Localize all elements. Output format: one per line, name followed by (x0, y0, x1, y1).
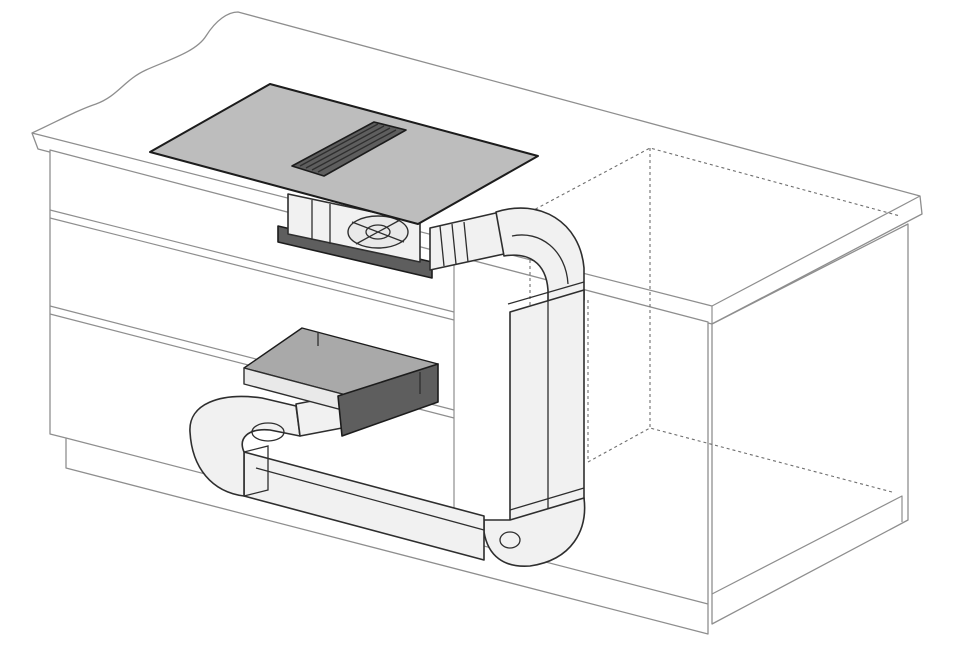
filter-box-side (337, 363, 439, 437)
downdraft-vent (291, 121, 407, 177)
duct (189, 207, 586, 567)
duct-vertical (509, 289, 585, 525)
duct-left-bend (189, 395, 301, 497)
duct-bottom-horizontal-seam (255, 467, 485, 531)
fan-hub (365, 224, 391, 240)
fan-unit (277, 193, 433, 279)
fan-housing-ribs (311, 200, 331, 244)
drawer-line-1 (49, 209, 455, 313)
cabinet-side-face (711, 223, 909, 625)
duct-left-bend-opening (251, 422, 285, 442)
side-plinth (711, 495, 903, 595)
duct-bottom-bend-opening (499, 531, 521, 549)
duct-bottom-bend (483, 497, 586, 567)
fan-blades (351, 219, 405, 245)
hob (149, 83, 539, 225)
filter-box-edges (317, 332, 421, 394)
drawer-line-2 (49, 217, 455, 321)
duct-flex-ribs (439, 221, 469, 267)
duct-top-bend-seam (511, 234, 569, 285)
filter-box (243, 327, 439, 437)
vent-grille (299, 123, 397, 173)
duct-bottom-connector (243, 445, 269, 497)
